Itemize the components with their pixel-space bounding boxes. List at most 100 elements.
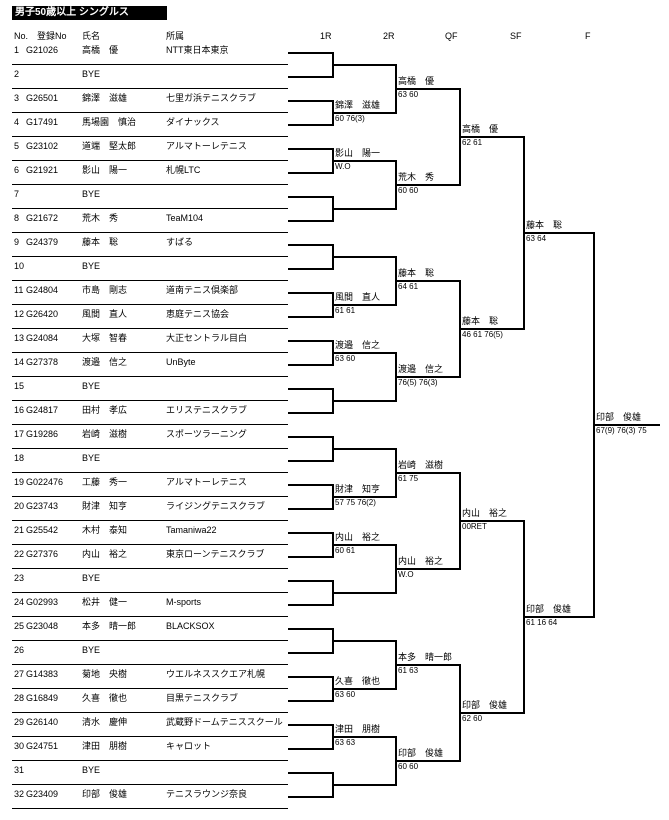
bracket-line <box>288 364 333 366</box>
row-divider <box>12 424 288 425</box>
bracket-line <box>396 88 460 90</box>
r1-winner-name: 財津 知亨 <box>335 484 381 494</box>
draw-number: 21 <box>14 525 25 535</box>
row-divider <box>12 208 288 209</box>
row-divider <box>12 760 288 761</box>
header-id: 登録No <box>37 31 67 41</box>
f-winner-name: 印部 俊雄 <box>596 412 642 422</box>
player-name: 藤本 聡 <box>82 237 119 247</box>
row-divider <box>12 88 288 89</box>
player-name: 久喜 徹也 <box>82 693 128 703</box>
header-no: No. <box>14 31 29 41</box>
bracket-line <box>288 532 333 534</box>
r1-score: 63 63 <box>335 738 356 747</box>
player-club: 七里ガ浜テニスクラブ <box>166 93 257 103</box>
player-name: 影山 陽一 <box>82 165 128 175</box>
qf-score: 46 61 76(5) <box>462 330 503 339</box>
bracket-line <box>288 76 333 78</box>
bracket-line <box>333 736 396 738</box>
draw-number: 11 <box>14 285 24 295</box>
player-club: ウエルネススクエア札幌 <box>166 669 266 679</box>
bracket-line <box>288 124 333 126</box>
player-club: アルマトーレテニス <box>166 141 247 151</box>
bracket-line <box>288 772 333 774</box>
registration-id: G23743 <box>26 501 59 511</box>
row-divider <box>12 400 288 401</box>
player-name: BYE <box>82 765 101 775</box>
row-divider <box>12 712 288 713</box>
player-club: エリステニスクラブ <box>166 405 248 415</box>
row-divider <box>12 496 288 497</box>
bracket-line <box>288 172 333 174</box>
draw-number: 12 <box>14 309 25 319</box>
draw-number: 1 <box>14 45 20 55</box>
row-divider <box>12 448 288 449</box>
event-title: 男子50歳以上 シングルス <box>12 6 167 20</box>
sf-score: 61 16 64 <box>526 618 558 627</box>
player-club: UnByte <box>166 357 196 367</box>
player-club: M-sports <box>166 597 202 607</box>
qf-score: 00RET <box>462 522 487 531</box>
r1-winner-name: 渡邉 信之 <box>335 340 381 350</box>
registration-id: G26420 <box>26 309 59 319</box>
r1-score: W.O <box>335 162 351 171</box>
player-club: TeaM104 <box>166 213 204 223</box>
r1-winner-name: 錦澤 滋雄 <box>335 100 381 110</box>
r1-score: 60 61 <box>335 546 356 555</box>
player-name: 岩崎 滋樹 <box>82 429 128 439</box>
row-divider <box>12 664 288 665</box>
r2-score: 63 60 <box>398 90 419 99</box>
header-qf: QF <box>445 31 458 41</box>
row-divider <box>12 232 288 233</box>
f-score: 67(9) 76(3) 75 <box>596 426 647 435</box>
qf-score: 62 60 <box>462 714 483 723</box>
registration-id: G23048 <box>26 621 59 631</box>
bracket-line <box>594 424 660 426</box>
player-club: 道南テニス倶楽部 <box>166 285 239 295</box>
row-divider <box>12 640 288 641</box>
registration-id: G24751 <box>26 741 59 751</box>
player-name: 大塚 智春 <box>82 333 128 343</box>
r2-score: 61 63 <box>398 666 419 675</box>
r2-score: 76(5) 76(3) <box>398 378 438 387</box>
bracket-line <box>333 64 396 66</box>
row-divider <box>12 568 288 569</box>
player-club: ライジングテニスクラブ <box>166 501 266 511</box>
draw-number: 24 <box>14 597 25 607</box>
registration-id: G24804 <box>26 285 59 295</box>
r2-winner-name: 渡邉 信之 <box>398 364 444 374</box>
player-name: BYE <box>82 261 101 271</box>
draw-number: 20 <box>14 501 25 511</box>
draw-number: 32 <box>14 789 25 799</box>
draw-number: 15 <box>14 381 25 391</box>
r2-score: 64 61 <box>398 282 419 291</box>
r1-winner-name: 風間 直人 <box>335 292 381 302</box>
player-name: 津田 朋樹 <box>82 741 128 751</box>
registration-id: G24084 <box>26 333 59 343</box>
row-divider <box>12 736 288 737</box>
player-name: 木村 泰知 <box>82 525 128 535</box>
registration-id: G16849 <box>26 693 59 703</box>
player-club: 大正セントラル目白 <box>166 333 248 343</box>
registration-id: G24379 <box>26 237 59 247</box>
bracket-line <box>333 592 396 594</box>
registration-id: G17491 <box>26 117 59 127</box>
bracket-line <box>288 436 333 438</box>
player-name: 道端 堅太郎 <box>82 141 137 151</box>
bracket-line <box>333 256 396 258</box>
r2-score: 61 75 <box>398 474 419 483</box>
bracket-line <box>288 100 333 102</box>
bracket-line <box>288 340 333 342</box>
r2-score: 60 60 <box>398 762 419 771</box>
player-name: 松井 健一 <box>82 597 128 607</box>
r1-score: 60 76(3) <box>335 114 365 123</box>
